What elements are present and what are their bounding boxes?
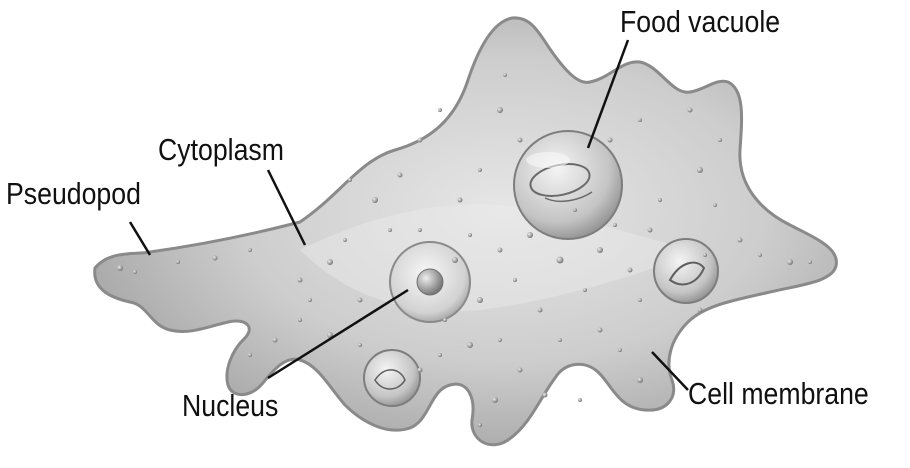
granule (458, 198, 463, 203)
label-pseudopod: Pseudopod (6, 178, 141, 209)
granule (648, 228, 653, 233)
granule (688, 108, 693, 113)
granule (758, 253, 762, 257)
granule (698, 308, 703, 313)
granule (638, 118, 642, 122)
granule (452, 257, 458, 263)
granule (343, 238, 347, 242)
small-vacuole-right (654, 239, 718, 303)
granule (418, 138, 423, 143)
granule (787, 259, 793, 265)
granule (468, 233, 472, 237)
granule (298, 318, 302, 322)
granule (738, 238, 743, 243)
granule (518, 368, 523, 373)
granule (543, 393, 548, 398)
leader-pseudopod (130, 222, 150, 255)
granule (388, 228, 392, 232)
granule (438, 353, 442, 357)
label-nucleus: Nucleus (182, 390, 278, 421)
granule (372, 197, 378, 203)
granule (497, 107, 503, 113)
label-cytoplasm: Cytoplasm (158, 134, 284, 165)
granule (713, 203, 717, 207)
granule (438, 108, 442, 112)
granule (358, 343, 362, 347)
granule (213, 256, 218, 261)
granule (478, 168, 482, 172)
small-vacuole-lower (364, 350, 420, 406)
label-cell-membrane: Cell membrane (688, 378, 869, 409)
granule (327, 259, 333, 265)
granule (808, 260, 812, 264)
granule (133, 270, 137, 274)
granule (478, 423, 482, 427)
granule (637, 377, 643, 383)
granule (418, 228, 422, 232)
granule (538, 308, 543, 313)
granule (492, 397, 498, 403)
granule (467, 342, 473, 348)
granule (518, 138, 523, 143)
granule (418, 368, 423, 373)
granule (598, 328, 603, 333)
granule (348, 178, 352, 182)
granule (557, 257, 564, 264)
granule (613, 223, 617, 227)
granule (248, 353, 252, 357)
granule (628, 268, 633, 273)
granule (477, 297, 483, 303)
food-vacuole (514, 131, 622, 239)
granule (443, 318, 447, 322)
granule (358, 298, 363, 303)
nucleus (390, 242, 470, 322)
granule (298, 278, 303, 283)
label-food-vacuole: Food vacuole (620, 6, 780, 37)
granule (697, 167, 703, 173)
granule (658, 198, 662, 202)
granule (527, 232, 533, 238)
granule (718, 138, 722, 142)
granule (638, 298, 642, 302)
granule (583, 288, 587, 292)
granule (558, 338, 562, 342)
granule (248, 248, 252, 252)
granule (498, 248, 503, 253)
granule (573, 208, 577, 212)
granule (503, 73, 507, 77)
granule (513, 278, 517, 282)
granule (398, 173, 403, 178)
granule (117, 265, 123, 271)
granule (308, 298, 312, 302)
granule (273, 338, 278, 343)
granule (703, 253, 707, 257)
granule (176, 260, 180, 264)
granule (578, 398, 582, 402)
granule (597, 247, 603, 253)
granule (608, 138, 613, 143)
granule (498, 338, 502, 342)
granule (618, 348, 622, 352)
